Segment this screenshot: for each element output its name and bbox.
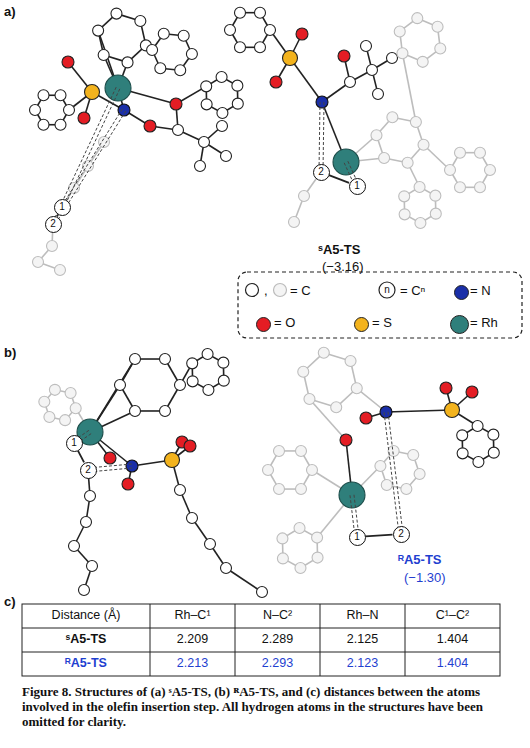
numbered-carbon: 1 [54,199,71,216]
legend-text: = Rh [470,315,498,330]
numbered-carbon: 1 [349,178,366,195]
figure-caption: Figure 8. Structures of (a) ˢA5-TS, (b) … [22,684,514,729]
legend-swatch [256,317,271,332]
table-cell: 2.289 [235,632,320,647]
c1-c2-bond [365,535,392,537]
panel-letter: a) [4,4,16,19]
panel-letter: b) [4,345,16,360]
structure-label: (−1.30) [404,570,446,585]
numbered-carbon: 2 [80,462,97,479]
table-cell: 1.404 [405,656,500,671]
callout-number: 2 [50,219,56,229]
callout-number: 1 [71,438,77,448]
legend-text: = N [470,283,491,298]
structure-label: ᴿA5-TS [398,552,442,567]
table-grid [22,604,500,676]
legend-swatch [354,317,369,332]
legend-text: = O [274,315,295,330]
table-cell: 2.209 [150,632,235,647]
legend-text: = C [290,283,311,298]
table-cell: C¹–C² [405,608,500,623]
c1-c2-bond [329,175,349,183]
structure-label: ˢA5-TS [318,242,360,257]
legend-swatch [454,285,469,300]
table-cell: Rh–N [320,608,405,623]
table-cell: 2.293 [235,656,320,671]
structure-label: (−3.16) [322,259,364,274]
callout-number: 2 [398,529,404,539]
table-cell: Distance (Å) [22,608,150,623]
legend-mark: , [264,283,268,298]
callout-number: 1 [354,181,360,191]
numbered-carbon: 2 [45,216,62,233]
legend-text: = Cⁿ [400,283,425,298]
callout-number: 2 [85,465,91,475]
numbered-carbon: 2 [393,526,410,543]
legend-text: = S [372,315,392,330]
table-cell: Rh–C¹ [150,608,235,623]
table-cell: 2.213 [150,656,235,671]
table-cell: 2.123 [320,656,405,671]
table-cell: ᴿA5-TS [22,656,150,671]
numbered-carbon: 1 [349,529,366,546]
numbered-carbon: 1 [66,435,83,452]
numbered-carbon: 2 [313,164,330,181]
callout-number: 1 [59,202,65,212]
table-cell: 2.125 [320,632,405,647]
legend-frame [238,272,522,338]
table-cell: ˢA5-TS [22,632,150,647]
legend-mark: n [384,285,390,295]
c1-c2-bond [78,451,84,463]
table-cell: 1.404 [405,632,500,647]
callout-number: 2 [318,167,324,177]
panel-letter: c) [4,594,16,609]
legend-swatch [450,315,469,334]
table-cell: N–C² [235,608,320,623]
callout-number: 1 [354,532,360,542]
